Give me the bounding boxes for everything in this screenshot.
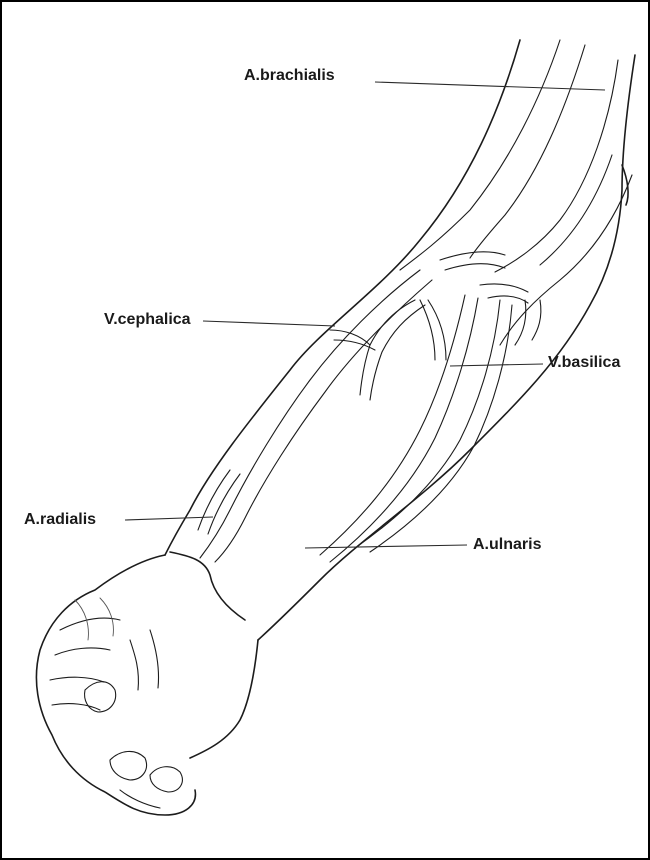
label-brachialis: A.brachialis	[244, 67, 335, 85]
fist	[36, 552, 258, 815]
label-cephalica: V.cephalica	[104, 311, 191, 329]
leader-cephalica	[203, 321, 335, 326]
label-radialis: A.radialis	[24, 511, 96, 529]
arm-outline	[165, 40, 635, 640]
label-ulnaris: A.ulnaris	[473, 536, 541, 554]
leader-brachialis	[375, 82, 605, 90]
leader-basilica	[450, 364, 543, 366]
label-basilica: V.basilica	[548, 354, 620, 372]
leader-radialis	[125, 517, 213, 520]
vessels	[198, 40, 632, 562]
leader-lines	[125, 82, 605, 548]
